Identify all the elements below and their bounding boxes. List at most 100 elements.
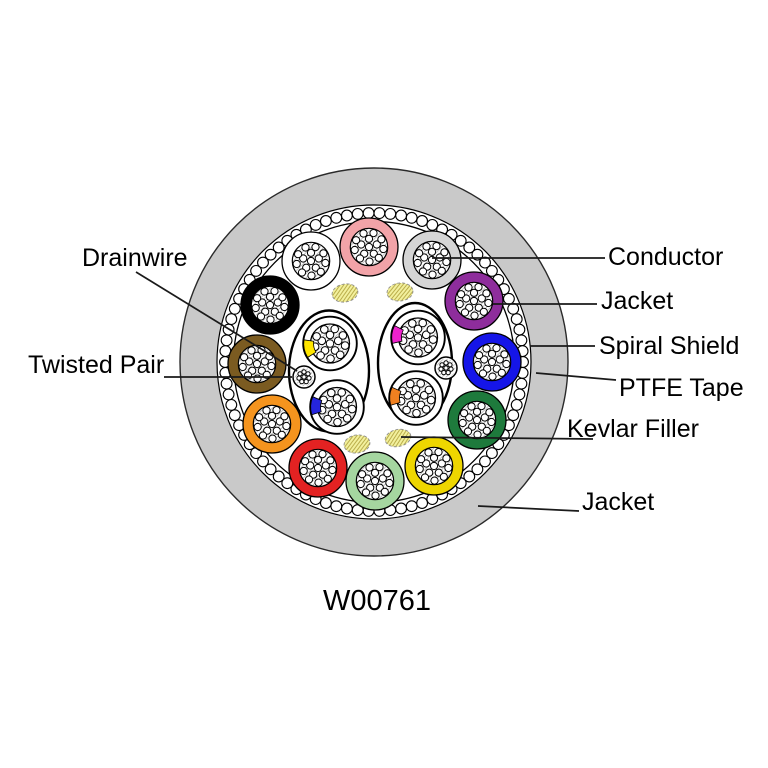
shield-bead bbox=[250, 264, 263, 277]
strand-dot bbox=[423, 344, 433, 354]
strand-dot bbox=[247, 346, 256, 355]
strand-dot bbox=[458, 418, 467, 428]
leader-line-ptfe-tape bbox=[535, 372, 617, 381]
strand-dot bbox=[402, 405, 411, 415]
strand-dot bbox=[330, 324, 340, 334]
strand-dot bbox=[312, 332, 321, 341]
strand-dot bbox=[464, 283, 473, 292]
strand-dot bbox=[495, 355, 504, 364]
shield-bead bbox=[228, 302, 241, 315]
strand-dot bbox=[364, 242, 374, 252]
strand-dot bbox=[299, 466, 308, 476]
strand-dot bbox=[342, 414, 352, 423]
strand-dot bbox=[267, 411, 277, 420]
shield-bead bbox=[479, 455, 491, 468]
strand-dot bbox=[380, 487, 389, 496]
strand-dot bbox=[487, 349, 497, 358]
strand-dot bbox=[488, 372, 497, 381]
shield-bead bbox=[507, 302, 520, 315]
strand-dot bbox=[385, 478, 394, 488]
strand-dot bbox=[301, 374, 307, 380]
strand-dot bbox=[328, 465, 337, 475]
strand-dot bbox=[455, 299, 464, 309]
strand-dot bbox=[297, 268, 307, 277]
shield-bead bbox=[416, 215, 429, 227]
shield-bead bbox=[395, 502, 408, 515]
conductor-white bbox=[281, 231, 341, 291]
shield-bead bbox=[510, 398, 523, 411]
strand-dot bbox=[307, 271, 316, 280]
strand-dot bbox=[442, 257, 451, 267]
strand-dot bbox=[337, 388, 347, 397]
shield-bead bbox=[384, 207, 397, 220]
strand-dot bbox=[480, 413, 489, 422]
strand-dot bbox=[383, 469, 392, 478]
strand-dot bbox=[365, 463, 374, 472]
strand-dot bbox=[273, 298, 282, 307]
strand-dot bbox=[487, 417, 496, 427]
strand-dot bbox=[438, 366, 444, 372]
strand-dot bbox=[424, 448, 433, 457]
strand-dot bbox=[469, 296, 479, 306]
strand-dot bbox=[321, 461, 330, 470]
pair-conductor bbox=[309, 379, 365, 435]
strand-dot bbox=[374, 253, 383, 262]
strand-dot bbox=[408, 319, 417, 328]
strand-dot bbox=[260, 287, 269, 296]
kevlar-filler bbox=[331, 283, 359, 303]
conductor-orange bbox=[242, 394, 302, 454]
strand-dot bbox=[325, 330, 335, 340]
shield-bead bbox=[330, 500, 343, 513]
strand-dot bbox=[437, 266, 446, 275]
strand-dot bbox=[487, 357, 497, 367]
strand-dot bbox=[422, 459, 431, 468]
color-stripe bbox=[391, 325, 404, 344]
shield-bead bbox=[222, 388, 235, 401]
label-twisted-pair: Twisted Pair bbox=[28, 351, 164, 379]
shield-bead bbox=[225, 398, 238, 411]
pair-conductor bbox=[302, 315, 358, 372]
strand-dot bbox=[332, 402, 342, 412]
strand-dot bbox=[340, 400, 350, 409]
strand-dot bbox=[482, 344, 491, 353]
strand-dot bbox=[473, 360, 482, 370]
conductor-blue bbox=[462, 332, 522, 392]
strand-dot bbox=[474, 283, 483, 292]
strand-dot bbox=[282, 421, 291, 431]
strand-dot bbox=[296, 375, 302, 381]
strand-dot bbox=[420, 473, 430, 482]
strand-dot bbox=[313, 455, 323, 464]
strand-dot bbox=[470, 311, 479, 320]
strand-dot bbox=[443, 360, 449, 366]
strand-dot bbox=[372, 240, 381, 249]
strand-dot bbox=[320, 325, 329, 334]
strand-dot bbox=[268, 434, 277, 443]
strand-dot bbox=[482, 289, 491, 298]
shield-bead bbox=[510, 313, 523, 326]
color-stripe bbox=[303, 339, 317, 358]
strand-dot bbox=[375, 463, 384, 472]
strand-dot bbox=[253, 374, 262, 383]
strand-dot bbox=[434, 448, 443, 457]
shield-bead bbox=[454, 234, 467, 247]
strand-dot bbox=[477, 402, 486, 411]
conductor-black bbox=[240, 275, 300, 335]
drainwire bbox=[434, 356, 458, 380]
shield-bead bbox=[463, 241, 476, 254]
strand-dot bbox=[444, 463, 453, 473]
kevlar-filler bbox=[343, 434, 371, 454]
strand-dot bbox=[314, 254, 323, 263]
shield-bead bbox=[257, 455, 269, 468]
strand-dot bbox=[442, 454, 451, 463]
strand-dot bbox=[439, 472, 448, 481]
strand-dot bbox=[371, 491, 380, 500]
strand-dot bbox=[460, 409, 469, 418]
strand-dot bbox=[255, 413, 264, 422]
strand-dot bbox=[448, 366, 454, 372]
strand-dot bbox=[326, 456, 335, 465]
label-conductor: Conductor bbox=[608, 243, 723, 271]
strand-dot bbox=[253, 422, 262, 432]
strand-dot bbox=[480, 355, 489, 364]
shield-bead bbox=[515, 377, 528, 390]
